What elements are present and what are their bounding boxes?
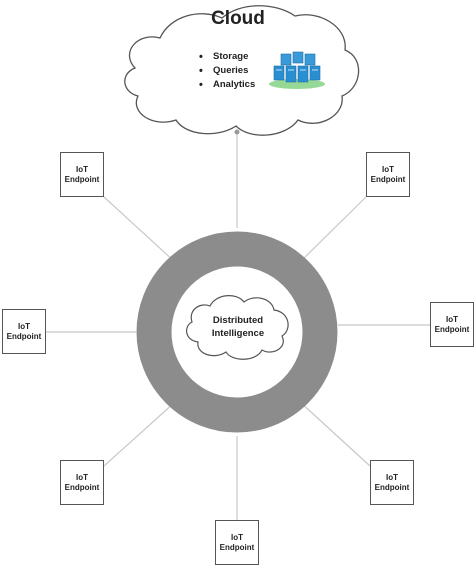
endpoint-label-line1: IoT (446, 314, 458, 324)
distributed-ring (136, 231, 338, 433)
iot-endpoint-bottom-left: IoT Endpoint (60, 460, 104, 505)
endpoint-label-line2: Endpoint (374, 482, 410, 492)
endpoint-label-line2: Endpoint (64, 482, 100, 492)
distributed-intelligence-label: Distributed Intelligence (190, 314, 286, 340)
endpoint-label-line1: IoT (76, 164, 88, 174)
connector-bottom-left (103, 401, 176, 467)
connector-lines (46, 132, 430, 521)
iot-endpoint-top-right: IoT Endpoint (366, 152, 410, 197)
endpoint-label-line2: Endpoint (6, 331, 42, 341)
iot-endpoint-bottom-right: IoT Endpoint (370, 460, 414, 505)
cloud-anchor-dot (234, 129, 240, 135)
endpoint-label-line2: Endpoint (370, 174, 406, 184)
connector-top-left (103, 196, 176, 263)
inner-cloud-shape (186, 295, 289, 360)
cloud-item-queries: Queries (199, 64, 255, 78)
endpoint-label-line2: Endpoint (219, 542, 255, 552)
endpoint-label-line2: Endpoint (434, 324, 470, 334)
endpoint-label-line1: IoT (18, 321, 30, 331)
cloud-item-analytics: Analytics (199, 78, 255, 92)
endpoint-label-line2: Endpoint (64, 174, 100, 184)
core-label-line1: Distributed (212, 315, 264, 326)
iot-endpoint-top-left: IoT Endpoint (60, 152, 104, 197)
connector-top-right (299, 196, 367, 263)
endpoint-label-line1: IoT (382, 164, 394, 174)
endpoint-label-line1: IoT (76, 472, 88, 482)
cloud-item-storage: Storage (199, 50, 255, 64)
core-label-line2: Intelligence (211, 328, 265, 339)
endpoint-label-line1: IoT (231, 532, 243, 542)
connector-bottom-right (299, 401, 371, 467)
iot-endpoint-left: IoT Endpoint (2, 309, 46, 354)
endpoint-label-line1: IoT (386, 472, 398, 482)
iot-endpoint-bottom: IoT Endpoint (215, 520, 259, 565)
iot-endpoint-right: IoT Endpoint (430, 302, 474, 347)
cloud-services-list: Storage Queries Analytics (199, 50, 255, 92)
server-cluster-icon (269, 51, 325, 89)
cloud-title: Cloud (211, 8, 265, 29)
